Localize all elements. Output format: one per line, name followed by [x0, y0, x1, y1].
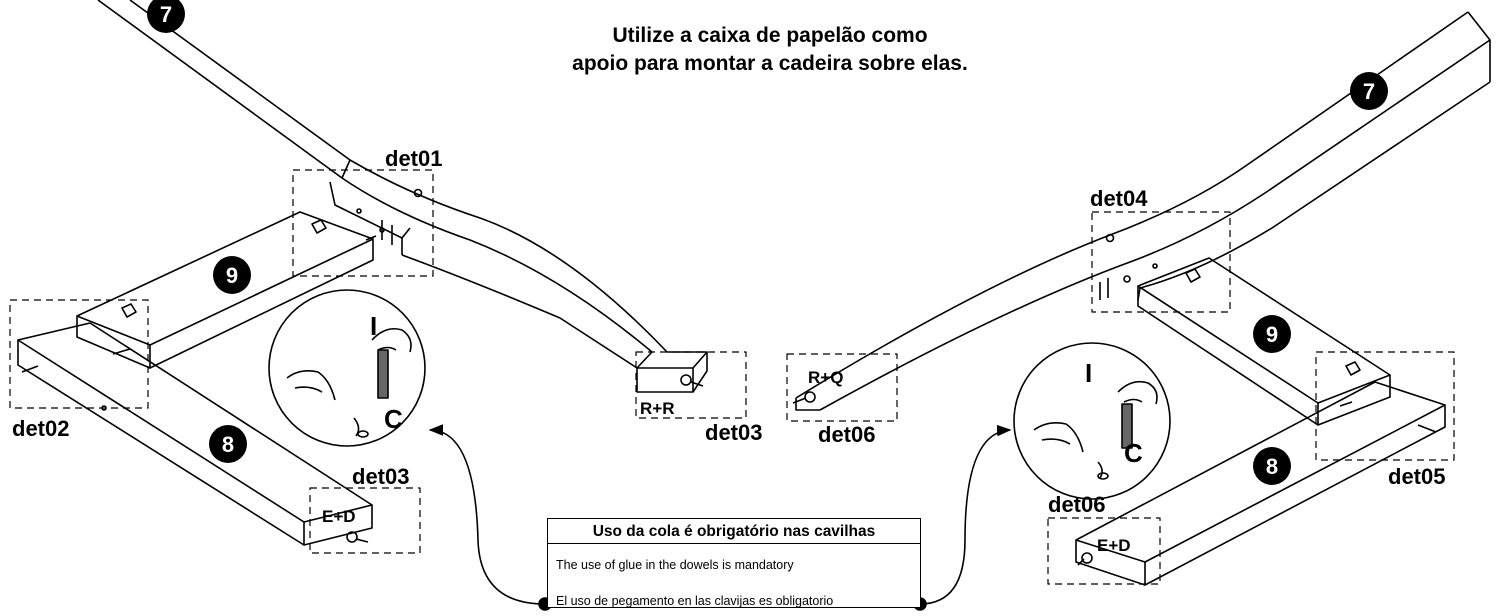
svg-text:8: 8 — [1266, 454, 1278, 479]
det02-label: det02 — [12, 416, 69, 441]
svg-text:7: 7 — [160, 2, 172, 27]
crossbar-9-left — [76, 211, 377, 369]
letter-i-left: I — [370, 311, 377, 341]
det04-label: det04 — [1090, 186, 1148, 211]
code-ed-left: E+D — [322, 507, 356, 526]
det03-box-left-top — [635, 351, 747, 419]
glue-note-box: Uso da cola é obrigatório nas cavilhas T… — [547, 518, 921, 608]
code-rr: R+R — [640, 399, 674, 418]
det06-label-top: det06 — [818, 422, 875, 447]
crossbar-8-left — [17, 322, 373, 546]
det03-label-right: det03 — [705, 420, 762, 445]
det06-label-bottom: det06 — [1048, 492, 1105, 517]
det01-label: det01 — [385, 146, 442, 171]
badge-9-left: 9 — [213, 256, 251, 294]
svg-text:9: 9 — [226, 263, 238, 288]
svg-text:9: 9 — [1266, 322, 1278, 347]
det06-box-bottom — [1047, 517, 1161, 585]
connector-right — [919, 424, 1012, 605]
glue-note-divider — [548, 543, 920, 544]
badge-7-left: 7 — [147, 0, 185, 33]
glue-note-en: The use of glue in the dowels is mandato… — [556, 558, 794, 572]
glue-note-es: El uso de pegamento en las clavijas es o… — [556, 594, 834, 608]
badge-9-right: 9 — [1253, 315, 1291, 353]
heading-line-2: apoio para montar a cadeira sobre elas. — [572, 52, 968, 75]
badge-8-left: 8 — [209, 425, 247, 463]
rail-7-left — [97, 0, 708, 393]
glue-detail-right — [1013, 342, 1171, 500]
badge-8-right: 8 — [1253, 447, 1291, 485]
heading: Utilize a caixa de papelão como apoio pa… — [470, 22, 1070, 78]
crossbar-8-right — [1075, 381, 1446, 586]
det03-box-left-bottom — [309, 487, 421, 554]
det03-label-bottom: det03 — [352, 464, 409, 489]
connector-left — [428, 424, 546, 605]
det01-box — [292, 169, 434, 277]
badge-7-right: 7 — [1350, 72, 1388, 110]
glue-note-pt: Uso da cola é obrigatório nas cavilhas — [592, 523, 876, 540]
svg-text:7: 7 — [1363, 79, 1375, 104]
det02-box — [9, 299, 149, 409]
code-rq: R+Q — [808, 368, 843, 387]
det06-box-top — [786, 353, 898, 422]
code-ed-right: E+D — [1097, 536, 1131, 555]
det05-box — [1315, 351, 1455, 461]
glue-detail-left — [268, 289, 426, 447]
crossbar-9-right — [1137, 257, 1391, 426]
letter-i-right: I — [1085, 358, 1092, 388]
letter-c-left: C — [384, 404, 403, 434]
svg-text:8: 8 — [222, 432, 234, 457]
rail-7-right — [792, 11, 1491, 411]
heading-line-1: Utilize a caixa de papelão como — [612, 24, 928, 47]
det04-box — [1091, 211, 1231, 313]
det05-label: det05 — [1388, 464, 1445, 489]
letter-c-right: C — [1124, 438, 1143, 468]
